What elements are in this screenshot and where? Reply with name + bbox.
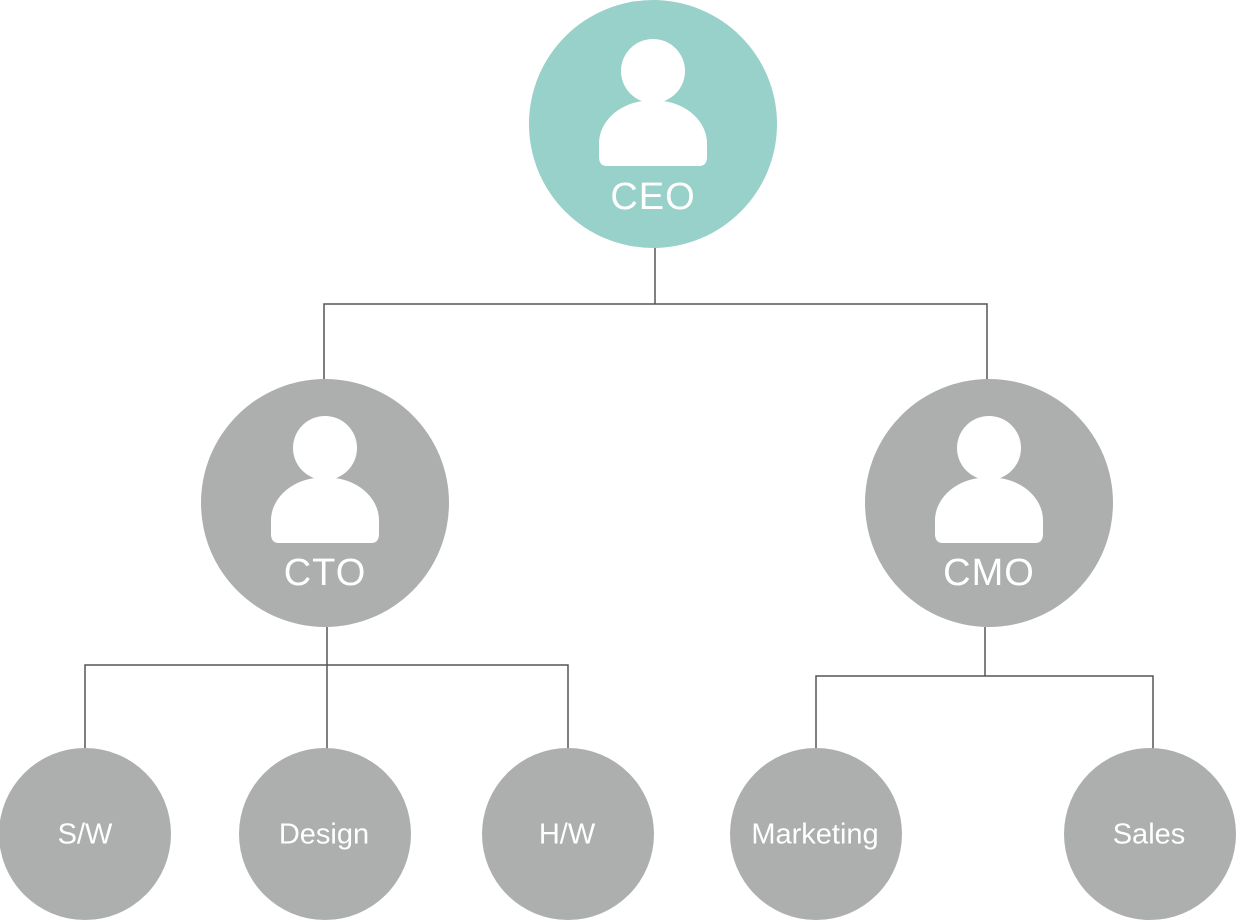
node-design[interactable]: Design: [239, 748, 411, 920]
node-sales[interactable]: Sales: [1064, 748, 1236, 920]
connectors: [84, 248, 1154, 750]
node-label: CEO: [610, 176, 695, 218]
node-label: Design: [279, 819, 369, 851]
connector-ceo-children: [323, 303, 988, 380]
node-label: Sales: [1113, 819, 1186, 851]
connector-cmo-children: [815, 675, 1154, 750]
node-circle: [730, 748, 902, 920]
node-ceo[interactable]: CEO: [529, 0, 777, 248]
node-label: CMO: [943, 552, 1035, 594]
person-icon: [598, 39, 708, 166]
node-sw[interactable]: S/W: [0, 748, 171, 920]
node-circle: [239, 748, 411, 920]
node-label: H/W: [539, 819, 596, 851]
node-circle: [482, 748, 654, 920]
node-label: CTO: [284, 552, 367, 594]
node-circle: [1064, 748, 1236, 920]
node-marketing[interactable]: Marketing: [730, 748, 902, 920]
node-cto[interactable]: CTO: [201, 379, 449, 627]
node-circle: [0, 748, 171, 920]
node-cmo[interactable]: CMO: [865, 379, 1113, 627]
person-icon: [270, 416, 380, 543]
node-label: Marketing: [751, 819, 878, 851]
node-label: S/W: [58, 819, 113, 851]
person-icon: [934, 416, 1044, 543]
node-hw[interactable]: H/W: [482, 748, 654, 920]
